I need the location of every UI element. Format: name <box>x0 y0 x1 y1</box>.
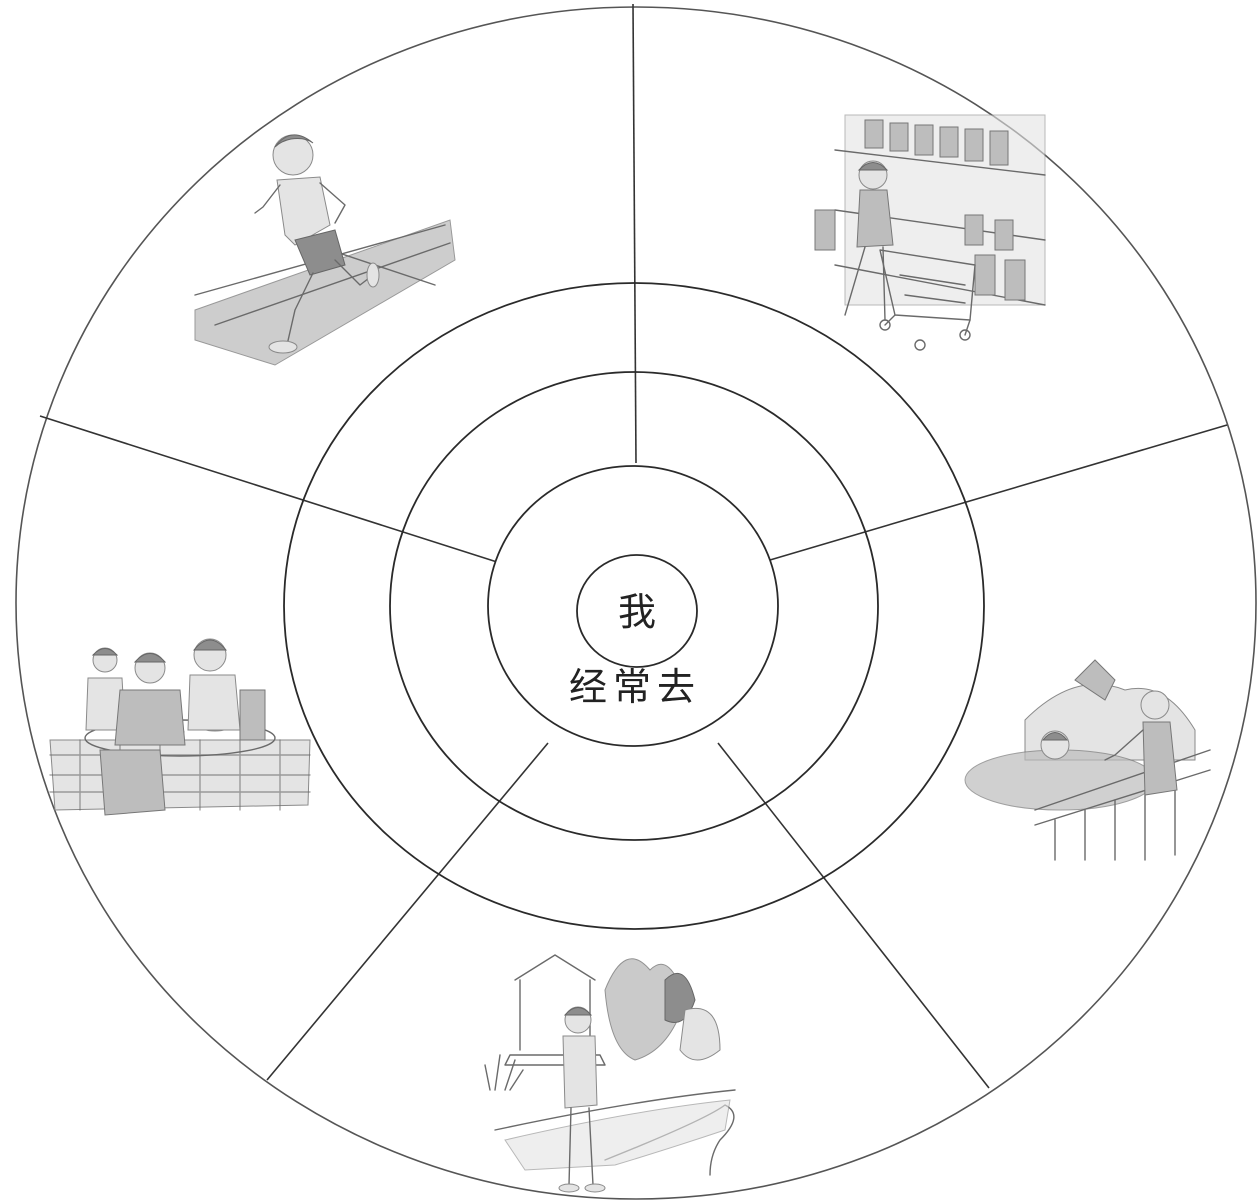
park-stroller-illustration <box>485 955 735 1192</box>
jogging-person-illustration <box>195 135 455 365</box>
subject-label: 我 <box>618 590 656 634</box>
shopping-cart-illustration <box>815 115 1045 350</box>
zoo-visitors-illustration <box>965 660 1210 860</box>
spoke-left <box>40 416 497 562</box>
spoke-lower-left <box>267 743 548 1080</box>
spoke-right <box>770 425 1227 560</box>
verb-label: 经常去 <box>569 665 701 709</box>
restaurant-diners-illustration <box>50 639 310 815</box>
spoke-lower-right <box>718 743 989 1088</box>
spoke-top <box>633 4 636 463</box>
